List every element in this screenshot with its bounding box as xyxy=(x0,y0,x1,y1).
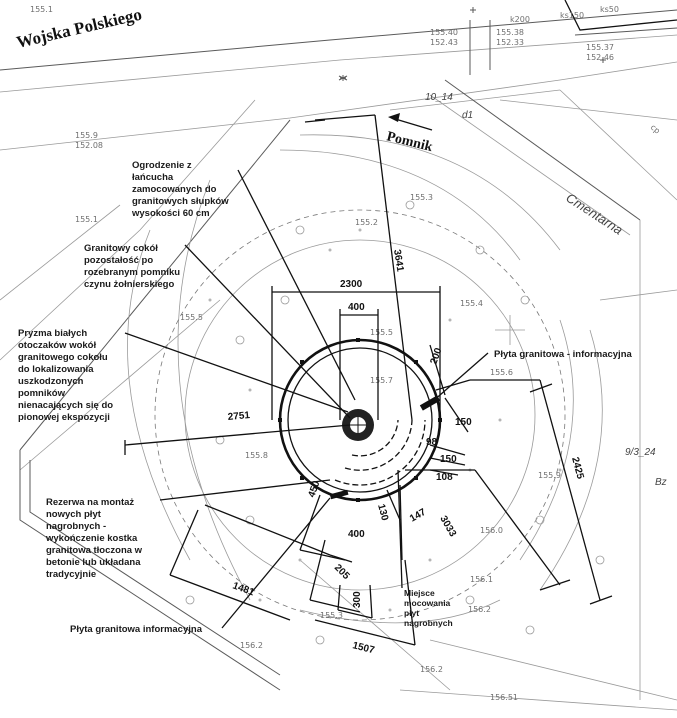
svg-text:granitowych słupków: granitowych słupków xyxy=(132,196,229,207)
svg-text:Płyta granitowa informacyjna: Płyta granitowa informacyjna xyxy=(70,624,203,635)
svg-text:156.1: 156.1 xyxy=(470,575,493,584)
svg-text:156.0: 156.0 xyxy=(480,526,503,535)
annotation-prism: Pryzma białych otoczaków wokół granitowe… xyxy=(18,328,113,423)
svg-text:156.2: 156.2 xyxy=(240,641,263,650)
svg-text:Pryzma białych: Pryzma białych xyxy=(18,328,87,339)
svg-text:156.2: 156.2 xyxy=(420,665,443,674)
svg-text:205: 205 xyxy=(332,562,352,582)
svg-text:152.08: 152.08 xyxy=(75,141,103,150)
svg-text:nagrobnych: nagrobnych xyxy=(404,618,453,628)
elevation-labels: 155.1 155.40 152.43 155.38 152.33 155.37… xyxy=(30,5,614,702)
parcel-labels: 10_14 9/3_24 Bz k200 ks150 ks50 d1 cp xyxy=(425,5,667,488)
svg-text:9/3_24: 9/3_24 xyxy=(625,447,656,458)
svg-text:155.40: 155.40 xyxy=(430,28,458,37)
svg-text:150: 150 xyxy=(440,454,457,465)
svg-text:155.37: 155.37 xyxy=(586,43,614,52)
svg-text:d1: d1 xyxy=(462,110,473,121)
svg-text:108: 108 xyxy=(436,472,453,483)
svg-text:wykończenie kostka: wykończenie kostka xyxy=(45,533,138,544)
svg-text:152.33: 152.33 xyxy=(496,38,524,47)
annotation-leaders xyxy=(124,169,489,629)
svg-text:155.1: 155.1 xyxy=(75,215,98,224)
svg-text:Płyta granitowa - informacyjna: Płyta granitowa - informacyjna xyxy=(494,349,632,360)
svg-text:uszkodzonych: uszkodzonych xyxy=(18,376,84,387)
svg-text:155.9: 155.9 xyxy=(75,131,98,140)
svg-text:3641: 3641 xyxy=(391,249,405,273)
svg-text:Miejsce: Miejsce xyxy=(404,588,435,598)
svg-text:155.5: 155.5 xyxy=(180,313,203,322)
dimension-lines xyxy=(124,114,613,646)
svg-text:Rezerwa na montaż: Rezerwa na montaż xyxy=(46,497,134,508)
svg-text:155.1: 155.1 xyxy=(30,5,53,14)
svg-text:betonie lub układana: betonie lub układana xyxy=(46,557,141,568)
svg-text:98: 98 xyxy=(426,437,438,448)
annotation-fence: Ogrodzenie z łańcucha zamocowanych do gr… xyxy=(131,160,229,219)
svg-text:pozostałość po: pozostałość po xyxy=(84,255,153,266)
svg-text:155.4: 155.4 xyxy=(460,299,483,308)
svg-text:155.38: 155.38 xyxy=(496,28,524,37)
svg-text:Bz: Bz xyxy=(655,477,667,488)
svg-text:10_14: 10_14 xyxy=(425,92,453,103)
svg-text:400: 400 xyxy=(348,529,365,540)
svg-text:granitowego cokołu: granitowego cokołu xyxy=(18,352,108,363)
svg-text:1481: 1481 xyxy=(231,580,256,598)
svg-text:cp: cp xyxy=(649,123,662,136)
svg-text:2300: 2300 xyxy=(340,279,363,290)
svg-text:1507: 1507 xyxy=(351,640,376,656)
street-name-cmentarna: Cmentarna xyxy=(563,190,625,238)
annotation-reserve: Rezerwa na montaż nowych płyt nagrobnych… xyxy=(45,497,143,580)
pomnik-pointer: Pomnik xyxy=(385,113,434,155)
svg-text:czynu żołnierskiego: czynu żołnierskiego xyxy=(84,279,174,290)
monument-circle xyxy=(278,338,442,502)
svg-text:łańcucha: łańcucha xyxy=(132,172,174,183)
svg-text:155.2: 155.2 xyxy=(355,218,378,227)
svg-text:płyt: płyt xyxy=(404,608,419,618)
info-plate-bottom xyxy=(329,489,349,500)
svg-text:155.5: 155.5 xyxy=(370,328,393,337)
svg-text:otoczaków wokół: otoczaków wokół xyxy=(18,340,96,351)
svg-text:Pomnik: Pomnik xyxy=(385,129,434,155)
svg-text:wysokości 60 cm: wysokości 60 cm xyxy=(131,208,210,219)
svg-text:155.7: 155.7 xyxy=(370,376,393,385)
svg-text:2751: 2751 xyxy=(227,410,251,423)
svg-text:rozebranym pomniku: rozebranym pomniku xyxy=(84,267,180,278)
svg-text:155.9: 155.9 xyxy=(538,471,561,480)
svg-text:do lokalizowania: do lokalizowania xyxy=(18,364,94,375)
svg-text:k200: k200 xyxy=(510,15,530,24)
svg-text:156.2: 156.2 xyxy=(468,605,491,614)
annotation-mounting: Miejsce mocowania płyt nagrobnych xyxy=(404,588,453,628)
svg-text:zamocowanych do: zamocowanych do xyxy=(132,184,217,195)
svg-text:130: 130 xyxy=(375,503,390,522)
svg-text:nagrobnych -: nagrobnych - xyxy=(46,521,106,532)
svg-text:155.3: 155.3 xyxy=(320,611,343,620)
svg-text:300: 300 xyxy=(352,591,363,608)
svg-text:2425: 2425 xyxy=(569,456,585,481)
svg-text:150: 150 xyxy=(455,417,472,428)
svg-text:nienacających się do: nienacających się do xyxy=(18,400,113,411)
svg-text:3033: 3033 xyxy=(437,514,458,539)
svg-text:pomników: pomników xyxy=(18,388,66,399)
svg-text:152.46: 152.46 xyxy=(586,53,614,62)
svg-text:mocowania: mocowania xyxy=(404,598,451,608)
svg-text:Granitowy cokół: Granitowy cokół xyxy=(84,243,158,254)
svg-text:nowych płyt: nowych płyt xyxy=(46,509,102,520)
svg-text:ks50: ks50 xyxy=(600,5,619,14)
annotation-plate-bottom: Płyta granitowa informacyjna xyxy=(70,624,203,635)
svg-text:155.8: 155.8 xyxy=(245,451,268,460)
annotation-plate-right: Płyta granitowa - informacyjna xyxy=(494,349,632,360)
svg-text:155.6: 155.6 xyxy=(490,368,513,377)
svg-text:Ogrodzenie z: Ogrodzenie z xyxy=(132,160,192,171)
svg-text:400: 400 xyxy=(348,302,365,313)
svg-text:156.51: 156.51 xyxy=(490,693,518,702)
annotation-plinth: Granitowy cokół pozostałość po rozebrany… xyxy=(84,243,180,290)
svg-text:155.3: 155.3 xyxy=(410,193,433,202)
svg-text:ks150: ks150 xyxy=(560,11,584,20)
svg-text:152.43: 152.43 xyxy=(430,38,458,47)
svg-text:tradycyjnie: tradycyjnie xyxy=(46,569,96,580)
svg-text:147: 147 xyxy=(408,507,428,525)
svg-text:granitowa tłoczona w: granitowa tłoczona w xyxy=(46,545,143,556)
svg-text:pionowej ekspozycji: pionowej ekspozycji xyxy=(18,412,110,423)
